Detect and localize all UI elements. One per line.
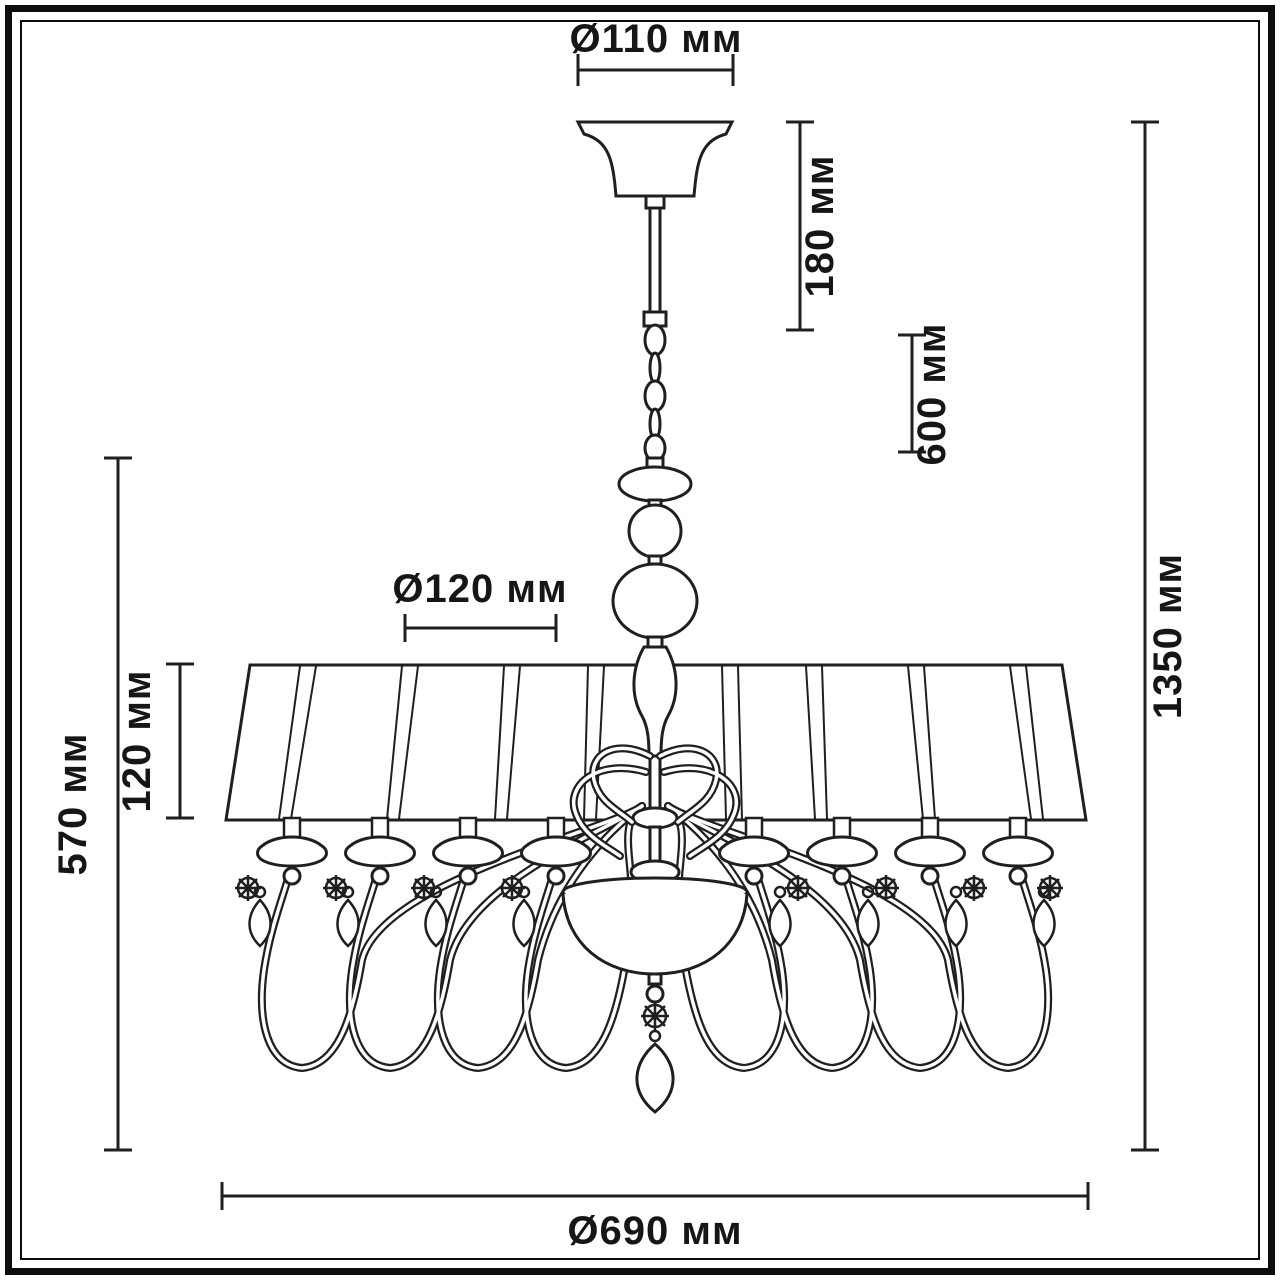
candle-cups: [256, 835, 1054, 886]
dim-canopy-diameter: Ø110 мм: [570, 17, 743, 86]
crystal-drops: [248, 885, 1056, 948]
label-chain-length: 600 мм: [910, 322, 954, 465]
dim-rod-height: 180 мм: [786, 120, 842, 332]
label-total-height: 1350 мм: [1146, 553, 1190, 719]
canopy: [575, 120, 735, 198]
label-rod-height: 180 мм: [798, 154, 842, 297]
suspension-rod: [642, 194, 668, 328]
dim-chain-length: 600 мм: [898, 322, 954, 466]
dim-total-height: 1350 мм: [1131, 120, 1190, 1152]
label-body-height: 570 мм: [51, 732, 95, 875]
label-overall-diameter: Ø690 мм: [567, 1209, 742, 1253]
label-canopy-diameter: Ø110 мм: [570, 17, 743, 61]
chandelier-drawing: [224, 120, 1088, 1114]
chain: [643, 323, 667, 463]
dim-shade-panel-diameter: Ø120 мм: [392, 567, 567, 642]
dim-shade-height: 120 мм: [115, 662, 194, 820]
label-shade-panel-diameter: Ø120 мм: [392, 567, 567, 611]
label-shade-height: 120 мм: [115, 669, 159, 812]
center-stem: [611, 456, 699, 885]
shade-pleats: [278, 665, 1044, 820]
dim-body-height: 570 мм: [51, 456, 132, 1152]
dimensions: Ø110 мм 180 мм 600 мм 1350 мм 570 мм 120: [51, 17, 1190, 1253]
center-bowl: [561, 876, 749, 1114]
dim-overall-diameter: Ø690 мм: [220, 1182, 1090, 1253]
